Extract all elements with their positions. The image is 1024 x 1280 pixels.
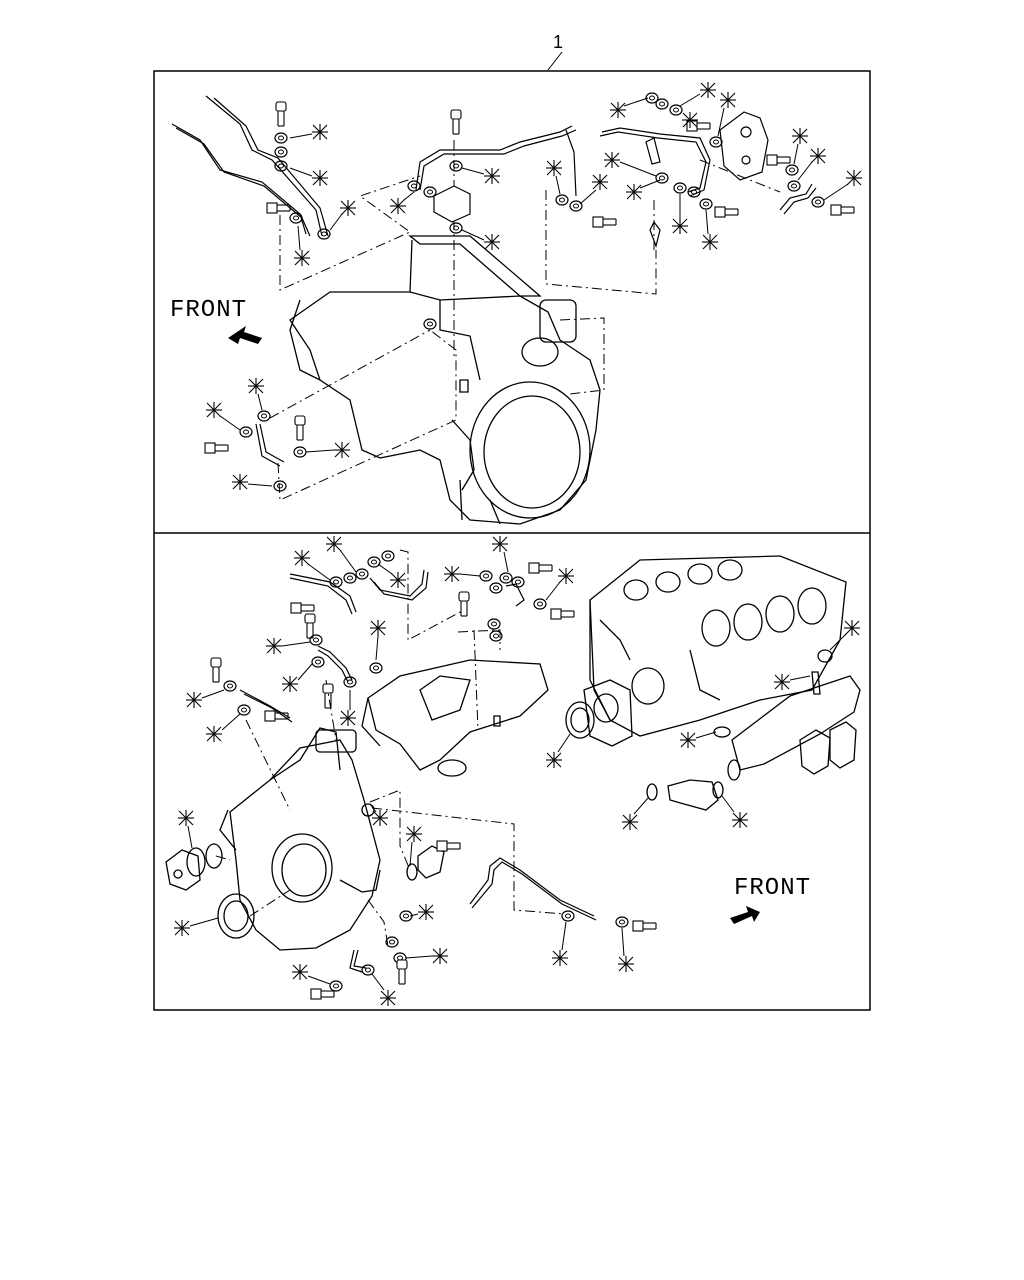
top-pipes (171, 95, 817, 467)
bottom-pipes (239, 569, 597, 973)
callout-number: 1 (553, 32, 563, 52)
bottom-front-label: FRONT (734, 875, 811, 902)
oil-cooler-assembly (727, 649, 861, 781)
bottom-centerlines (215, 549, 565, 947)
callout-leader (547, 51, 563, 71)
intake-manifold (361, 659, 549, 777)
top-panel: FRONT (170, 81, 863, 525)
bottom-seals (165, 843, 255, 939)
engine-block (589, 555, 847, 737)
flywheel-housing-bottom (219, 727, 381, 951)
top-asterisk-callouts (205, 81, 863, 491)
top-joint-block (433, 185, 471, 223)
front-cover (565, 679, 731, 811)
top-valve-block (645, 111, 769, 249)
top-front-arrow (228, 326, 262, 344)
top-front-label: FRONT (170, 297, 247, 324)
bottom-panel: FRONT (165, 535, 861, 1007)
bottom-asterisk-callouts (173, 535, 861, 1007)
diagram-frame (153, 70, 871, 1011)
bottom-sensor (406, 845, 445, 881)
flywheel-housing-top (289, 235, 601, 525)
top-fasteners (204, 92, 855, 492)
bottom-front-arrow (730, 906, 760, 924)
